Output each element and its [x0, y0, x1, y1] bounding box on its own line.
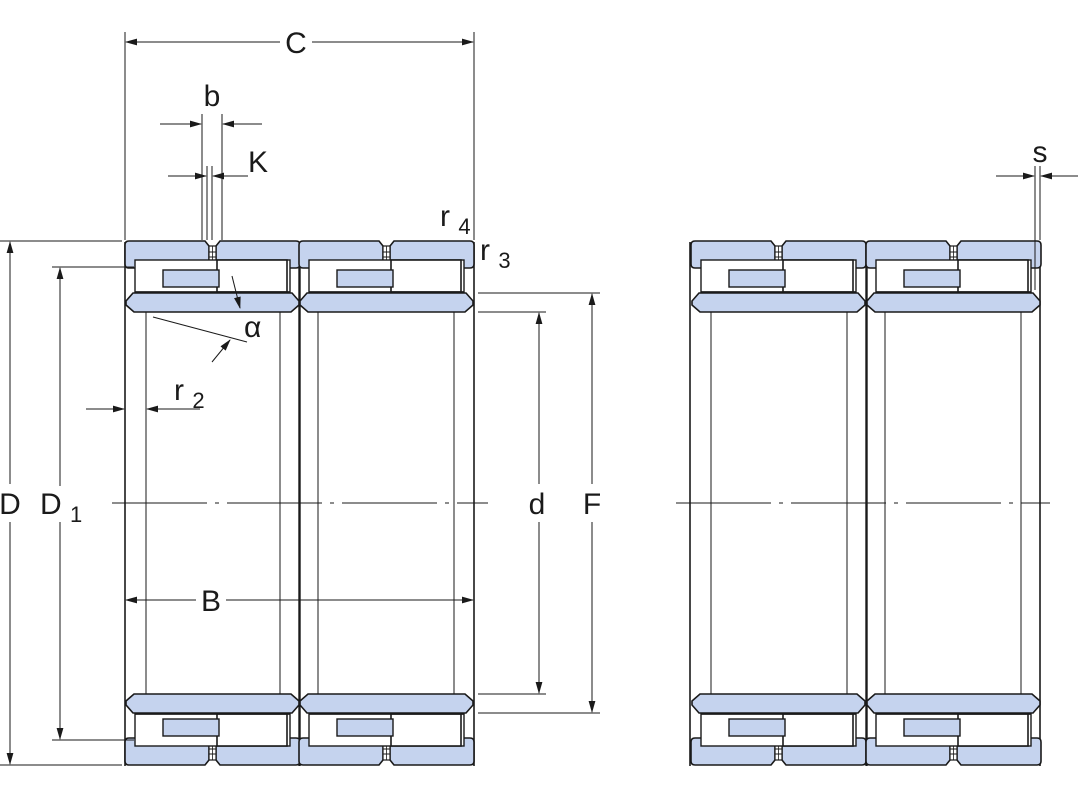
- label-r4: r: [440, 200, 450, 233]
- label-s: s: [1033, 136, 1048, 169]
- svg-text:r 4: r 4: [440, 200, 471, 239]
- label-r3-sub: 3: [498, 248, 510, 273]
- svg-text:D 1: D 1: [40, 488, 82, 527]
- svg-text:r 3: r 3: [480, 234, 511, 273]
- label-B: B: [201, 585, 221, 618]
- dimension-labels: C b K s r 4 r 3 r 2 α D D 1 d F B: [0, 27, 1048, 618]
- svg-text:r 2: r 2: [174, 374, 205, 413]
- label-r2-sub: 2: [192, 388, 204, 413]
- label-C: C: [285, 27, 307, 60]
- label-r3: r: [480, 234, 490, 267]
- label-r2: r: [174, 374, 184, 407]
- label-D: D: [0, 488, 21, 521]
- label-d: d: [529, 488, 546, 521]
- label-alpha: α: [244, 311, 261, 344]
- label-D1-sub: 1: [70, 502, 82, 527]
- label-K: K: [248, 146, 268, 179]
- label-D1: D: [40, 488, 62, 521]
- label-b: b: [204, 80, 221, 113]
- label-r4-sub: 4: [458, 214, 470, 239]
- dimension-lines: [0, 32, 1078, 766]
- label-F: F: [583, 488, 601, 521]
